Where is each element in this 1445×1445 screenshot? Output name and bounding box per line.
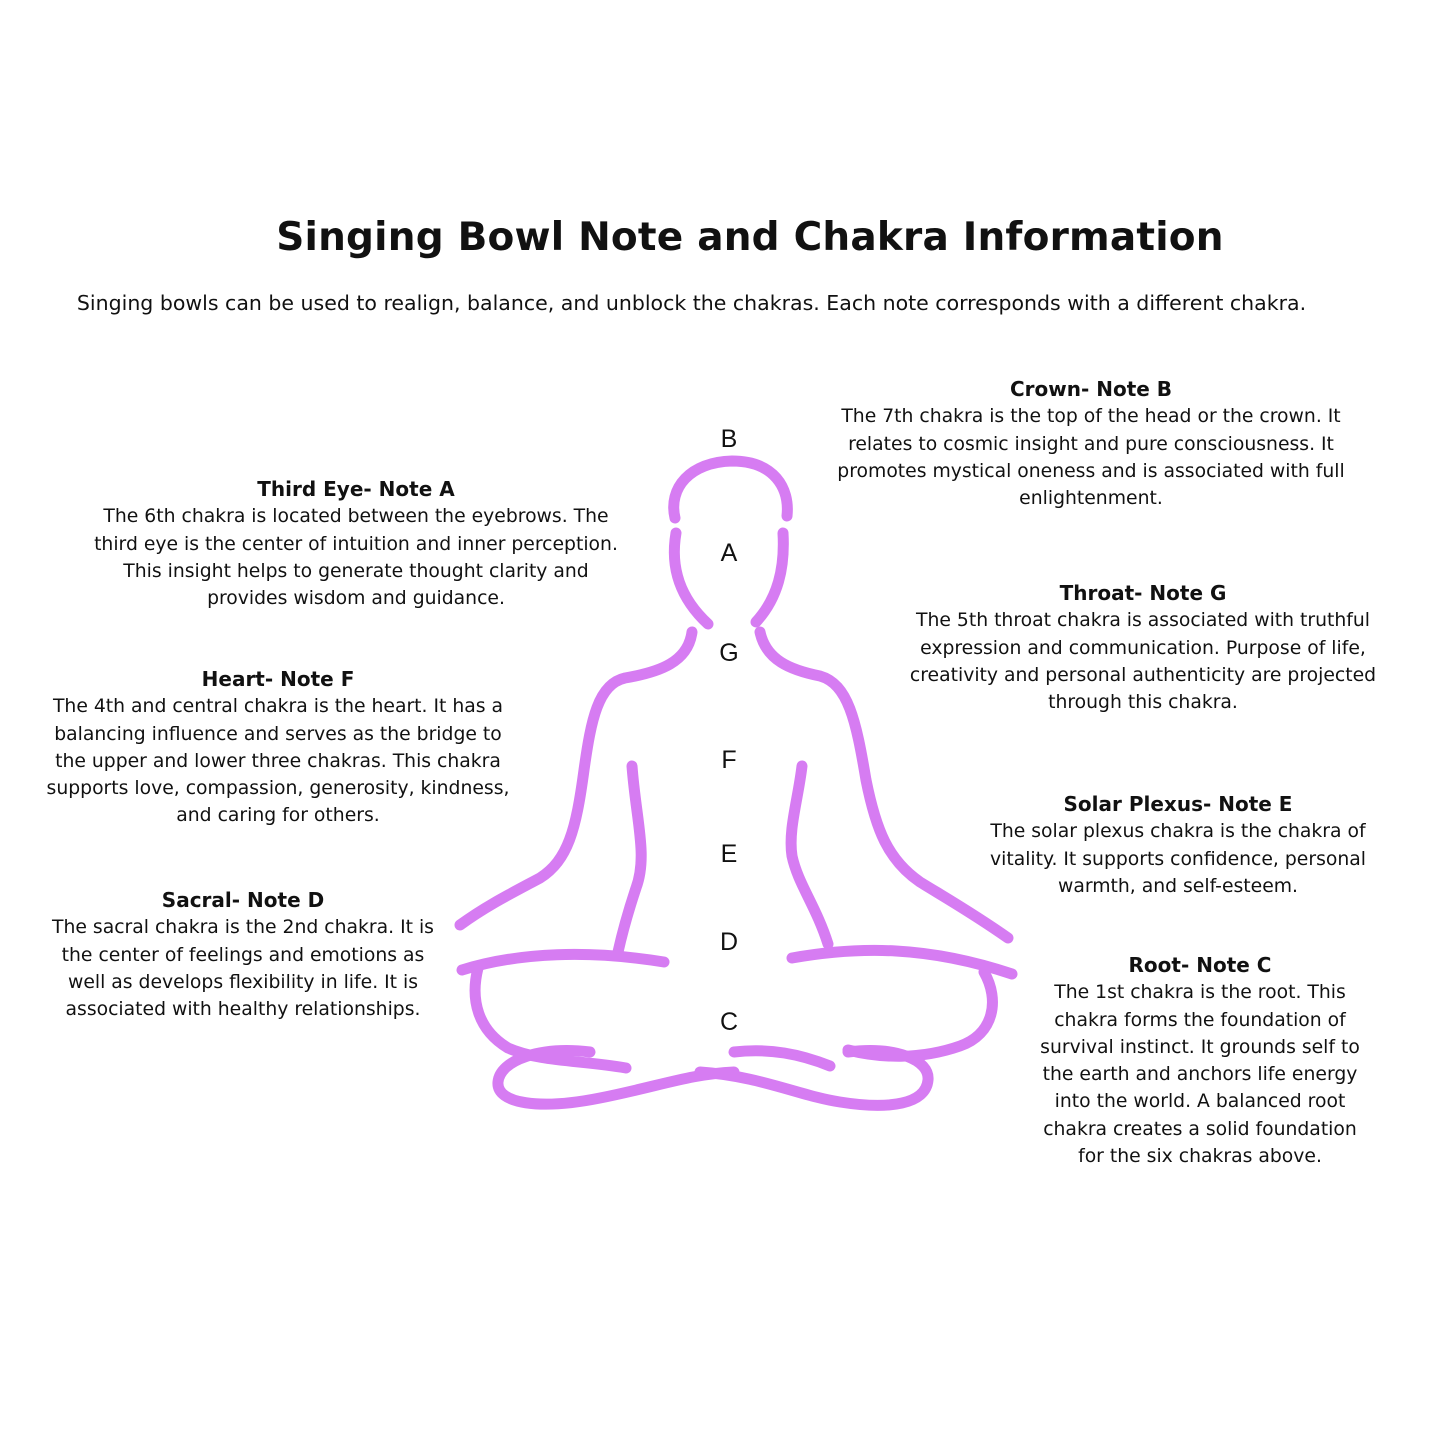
head-left-stroke: [668, 527, 714, 630]
note-letter-a: A: [721, 539, 738, 567]
heart-heading: Heart- Note F: [201, 667, 355, 691]
third-eye-heading: Third Eye- Note A: [257, 477, 455, 501]
sacral-info: Sacral- Note D The sacral chakra is the …: [28, 887, 458, 1023]
center-foot-stroke: [728, 1045, 836, 1072]
note-letter-g: G: [719, 639, 738, 667]
left-hand-stroke: [456, 948, 670, 976]
note-letters: B A G F E D C: [719, 425, 738, 1036]
root-line: survival instinct. It grounds self to: [1040, 1036, 1360, 1058]
note-letter-d: D: [720, 928, 738, 956]
solar-plexus-line: vitality. It supports confidence, person…: [990, 848, 1366, 870]
sacral-line: The sacral chakra is the 2nd chakra. It …: [52, 917, 434, 939]
right-arm-stroke: [785, 760, 834, 950]
throat-line: creativity and personal authenticity are…: [909, 664, 1377, 686]
throat-line: The 5th throat chakra is associated with…: [915, 610, 1371, 632]
heart-info: Heart- Note F The 4th and central chakra…: [13, 666, 543, 830]
note-letter-f: F: [721, 746, 736, 774]
heart-line: balancing influence and serves as the br…: [54, 723, 502, 745]
third-eye-line: This insight helps to generate thought c…: [123, 560, 589, 582]
sacral-line: the center of feelings and emotions as: [61, 944, 425, 966]
crown-line: The 7th chakra is the top of the head or…: [841, 406, 1341, 428]
third-eye-line: provides wisdom and guidance.: [207, 588, 505, 610]
left-shoulder-stroke: [454, 626, 698, 931]
third-eye-line: third eye is the center of intuition and…: [94, 533, 618, 555]
third-eye-info: Third Eye- Note A The 6th chakra is loca…: [56, 476, 656, 612]
crown-line: enlightenment.: [1019, 488, 1163, 510]
throat-line: expression and communication. Purpose of…: [920, 637, 1366, 659]
note-letter-e: E: [721, 840, 738, 868]
root-heading: Root- Note C: [1128, 953, 1272, 977]
solar-plexus-heading: Solar Plexus- Note E: [1063, 792, 1293, 816]
meditating-figure-outline: [454, 455, 1018, 1111]
right-hand-stroke: [786, 944, 1018, 980]
head-top-stroke: [668, 455, 793, 524]
heart-line: and caring for others.: [176, 805, 380, 827]
heart-line: The 4th and central chakra is the heart.…: [52, 696, 504, 718]
intro-text: Singing bowls can be used to realign, ba…: [76, 291, 1307, 315]
solar-plexus-line: The solar plexus chakra is the chakra of: [990, 821, 1366, 843]
left-arm-stroke: [612, 760, 647, 958]
left-foot-stroke: [492, 1045, 740, 1110]
solar-plexus-line: warmth, and self-esteem.: [1057, 875, 1299, 897]
third-eye-line: The 6th chakra is located between the ey…: [103, 506, 609, 528]
heart-line: supports love, compassion, generosity, k…: [46, 778, 510, 800]
throat-heading: Throat- Note G: [1059, 581, 1227, 605]
root-line: The 1st chakra is the root. This: [1054, 982, 1346, 1004]
crown-line: promotes mystical oneness and is associa…: [837, 460, 1345, 482]
right-shoulder-stroke: [754, 626, 1014, 944]
root-line: the earth and anchors life energy: [1042, 1064, 1358, 1086]
crown-line: relates to cosmic insight and pure consc…: [848, 433, 1334, 455]
note-letter-c: C: [720, 1008, 738, 1036]
crown-heading: Crown- Note B: [1009, 377, 1173, 401]
root-info: Root- Note C The 1st chakra is the root.…: [1010, 952, 1390, 1170]
sacral-line: associated with healthy relationships.: [65, 999, 421, 1021]
sacral-heading: Sacral- Note D: [161, 888, 325, 912]
root-line: into the world. A balanced root: [1054, 1091, 1346, 1113]
heart-line: the upper and lower three chakras. This …: [55, 750, 501, 772]
solar-plexus-info: Solar Plexus- Note E The solar plexus ch…: [958, 791, 1398, 900]
right-foot-stroke: [694, 1045, 934, 1111]
head-right-stroke: [750, 527, 789, 628]
note-letter-b: B: [721, 425, 738, 453]
root-line: chakra forms the foundation of: [1054, 1009, 1346, 1031]
root-line: chakra creates a solid foundation: [1043, 1118, 1357, 1140]
sacral-line: well as develops flexibility in life. It…: [67, 971, 419, 993]
throat-info: Throat- Note G The 5th throat chakra is …: [868, 580, 1418, 716]
page-title: Singing Bowl Note and Chakra Information: [276, 215, 1224, 260]
throat-line: through this chakra.: [1048, 692, 1238, 714]
crown-info: Crown- Note B The 7th chakra is the top …: [791, 376, 1391, 512]
left-leg-stroke: [469, 962, 632, 1074]
right-leg-stroke: [842, 966, 998, 1062]
root-line: for the six chakras above.: [1078, 1146, 1322, 1168]
